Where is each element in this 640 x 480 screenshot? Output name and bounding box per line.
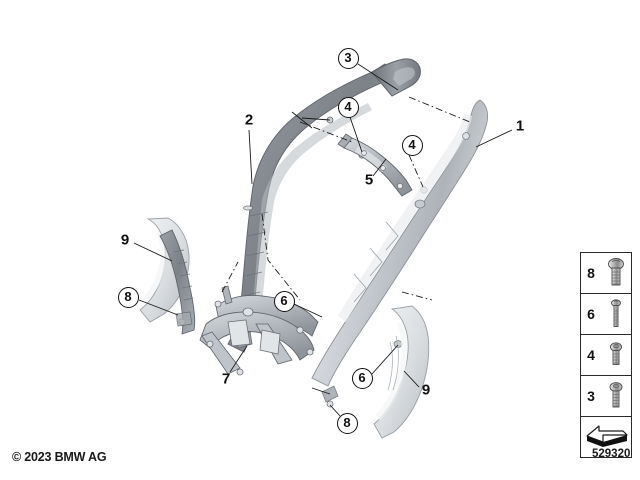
legend-number-6: 6 xyxy=(587,306,595,322)
callout-9b[interactable]: 9 xyxy=(421,381,431,399)
callout-8b[interactable]: 8 xyxy=(336,412,358,434)
leader-lines xyxy=(133,63,513,417)
part-7-cast-support-bracket xyxy=(199,285,319,376)
legend-row-4[interactable]: 4 xyxy=(581,335,631,376)
legend-row-8[interactable]: 8 xyxy=(581,253,631,294)
flange-bolt-icon xyxy=(601,256,631,290)
legend-row-6[interactable]: 6 xyxy=(581,294,631,335)
collar-screw-icon xyxy=(601,379,631,413)
callout-9a[interactable]: 9 xyxy=(120,231,130,249)
legend-number-8: 8 xyxy=(587,265,595,281)
legend-row-3[interactable]: 3 xyxy=(581,376,631,417)
callout-7[interactable]: 7 xyxy=(221,370,231,388)
callout-4a[interactable]: 4 xyxy=(337,96,359,118)
part-5-cross-brace-bracket xyxy=(337,133,413,197)
fastener-legend: 8 6 xyxy=(580,252,632,458)
part-3-upper-rail-tip xyxy=(371,58,421,97)
hex-socket-bolt-icon xyxy=(601,338,631,372)
callout-3[interactable]: 3 xyxy=(337,47,359,69)
pan-head-screw-icon xyxy=(601,297,631,331)
callout-5[interactable]: 5 xyxy=(364,171,374,189)
callout-8a[interactable]: 8 xyxy=(117,286,139,308)
legend-number-3: 3 xyxy=(587,388,595,404)
callout-2[interactable]: 2 xyxy=(244,111,254,129)
direction-arrow-cell xyxy=(581,417,631,457)
callout-4b[interactable]: 4 xyxy=(401,134,423,156)
part-1-right-side-trim-rail xyxy=(311,99,489,408)
part-9-right-side-cover-panel xyxy=(373,305,430,439)
copyright-notice: © 2023 BMW AG xyxy=(12,450,107,464)
part-8-left-rail-lower xyxy=(159,229,196,335)
direction-arrow-icon xyxy=(581,422,631,452)
drawing-number: 529320 xyxy=(592,448,631,460)
callout-6a[interactable]: 6 xyxy=(273,290,295,312)
callout-6b[interactable]: 6 xyxy=(351,367,373,389)
legend-number-4: 4 xyxy=(587,347,595,363)
callout-1[interactable]: 1 xyxy=(515,117,525,135)
